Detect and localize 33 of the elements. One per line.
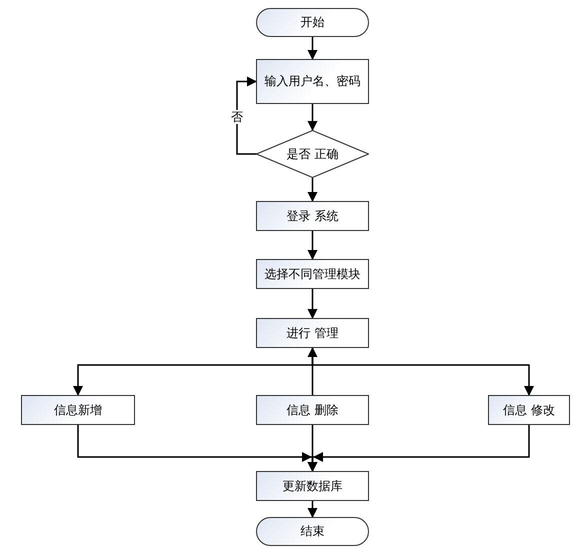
terminal-box bbox=[256, 517, 369, 546]
node-label: 进行 管理 bbox=[286, 324, 338, 342]
node-label: 是否 正确 bbox=[286, 146, 338, 162]
terminal-box bbox=[256, 8, 369, 37]
process-box bbox=[256, 318, 369, 348]
arrow bbox=[308, 104, 318, 131]
node-label: 更新数据库 bbox=[282, 478, 342, 494]
arrow bbox=[308, 347, 318, 395]
process-box bbox=[256, 471, 369, 501]
edge-label: 否 bbox=[230, 110, 244, 124]
process-box bbox=[488, 395, 570, 425]
process-box bbox=[256, 259, 369, 289]
node-label: 选择不同管理模块 bbox=[264, 266, 360, 282]
node-label: 信息新增 bbox=[54, 402, 102, 418]
arrow bbox=[312, 348, 534, 396]
arrow bbox=[308, 501, 318, 518]
node-label: 输入用户名、密码 bbox=[264, 73, 360, 90]
arrow bbox=[308, 178, 318, 202]
process-box bbox=[256, 201, 369, 231]
process-box bbox=[256, 59, 369, 104]
arrow bbox=[308, 289, 318, 319]
node-label: 信息 修改 bbox=[503, 402, 555, 418]
process-box bbox=[256, 395, 369, 425]
node-label: 信息 删除 bbox=[286, 402, 338, 418]
node-label: 开始 bbox=[300, 14, 324, 31]
node-label: 结束 bbox=[300, 523, 324, 540]
decision-diamond bbox=[256, 130, 369, 178]
process-box bbox=[21, 395, 135, 425]
node-label: 登录 系统 bbox=[286, 208, 338, 224]
arrow bbox=[308, 231, 318, 260]
arrow bbox=[308, 425, 530, 472]
arrow bbox=[308, 37, 318, 60]
arrow bbox=[236, 76, 257, 155]
